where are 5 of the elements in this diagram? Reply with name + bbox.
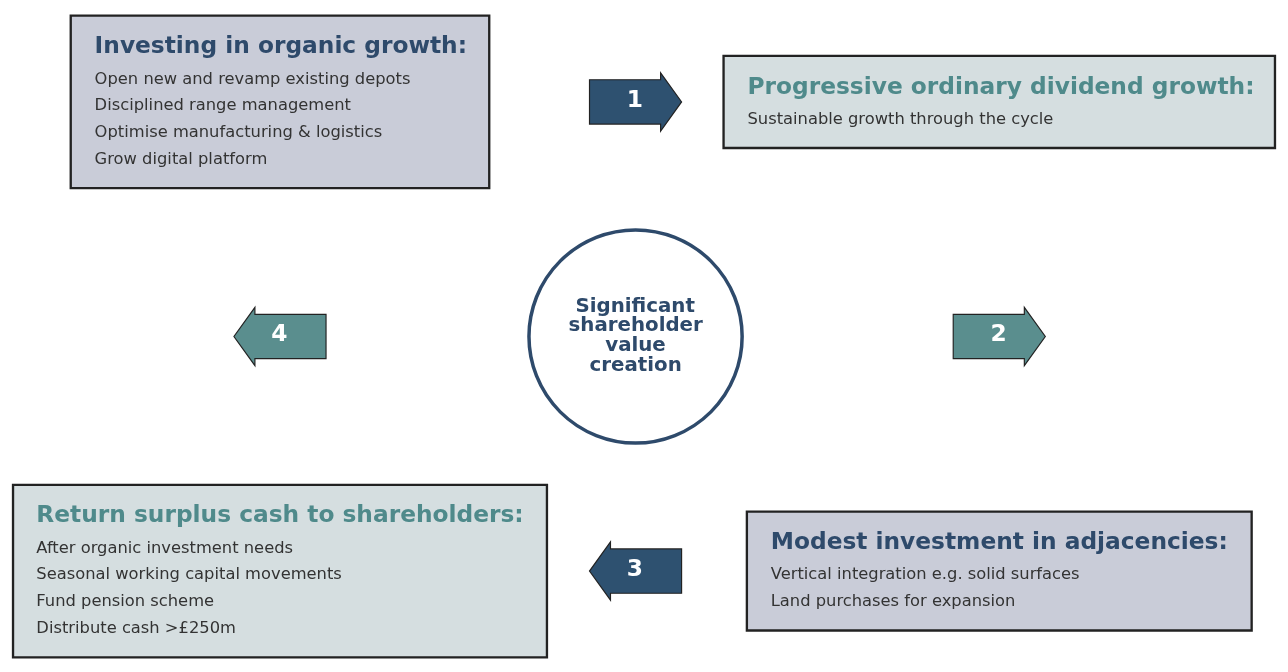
node-circle: Significant shareholder value creation [527,227,744,445]
node-box: Return surplus cash to shareholders: After organic investment needs Seasonal working capital movements Fund pension scheme Distribute cash >£250m [11,483,549,658]
node-box: Investing in organic growth: Open new and revamp existing depots Disciplined range management Optimise manufacturing & logistics Grow digital platform [69,14,491,189]
node-box: Modest investment in adjacencies: Vertical integration e.g. solid surfaces Land purchases for expansion [745,509,1253,632]
node-box: Progressive ordinary dividend growth: Sustainable growth through the cycle [722,54,1277,149]
